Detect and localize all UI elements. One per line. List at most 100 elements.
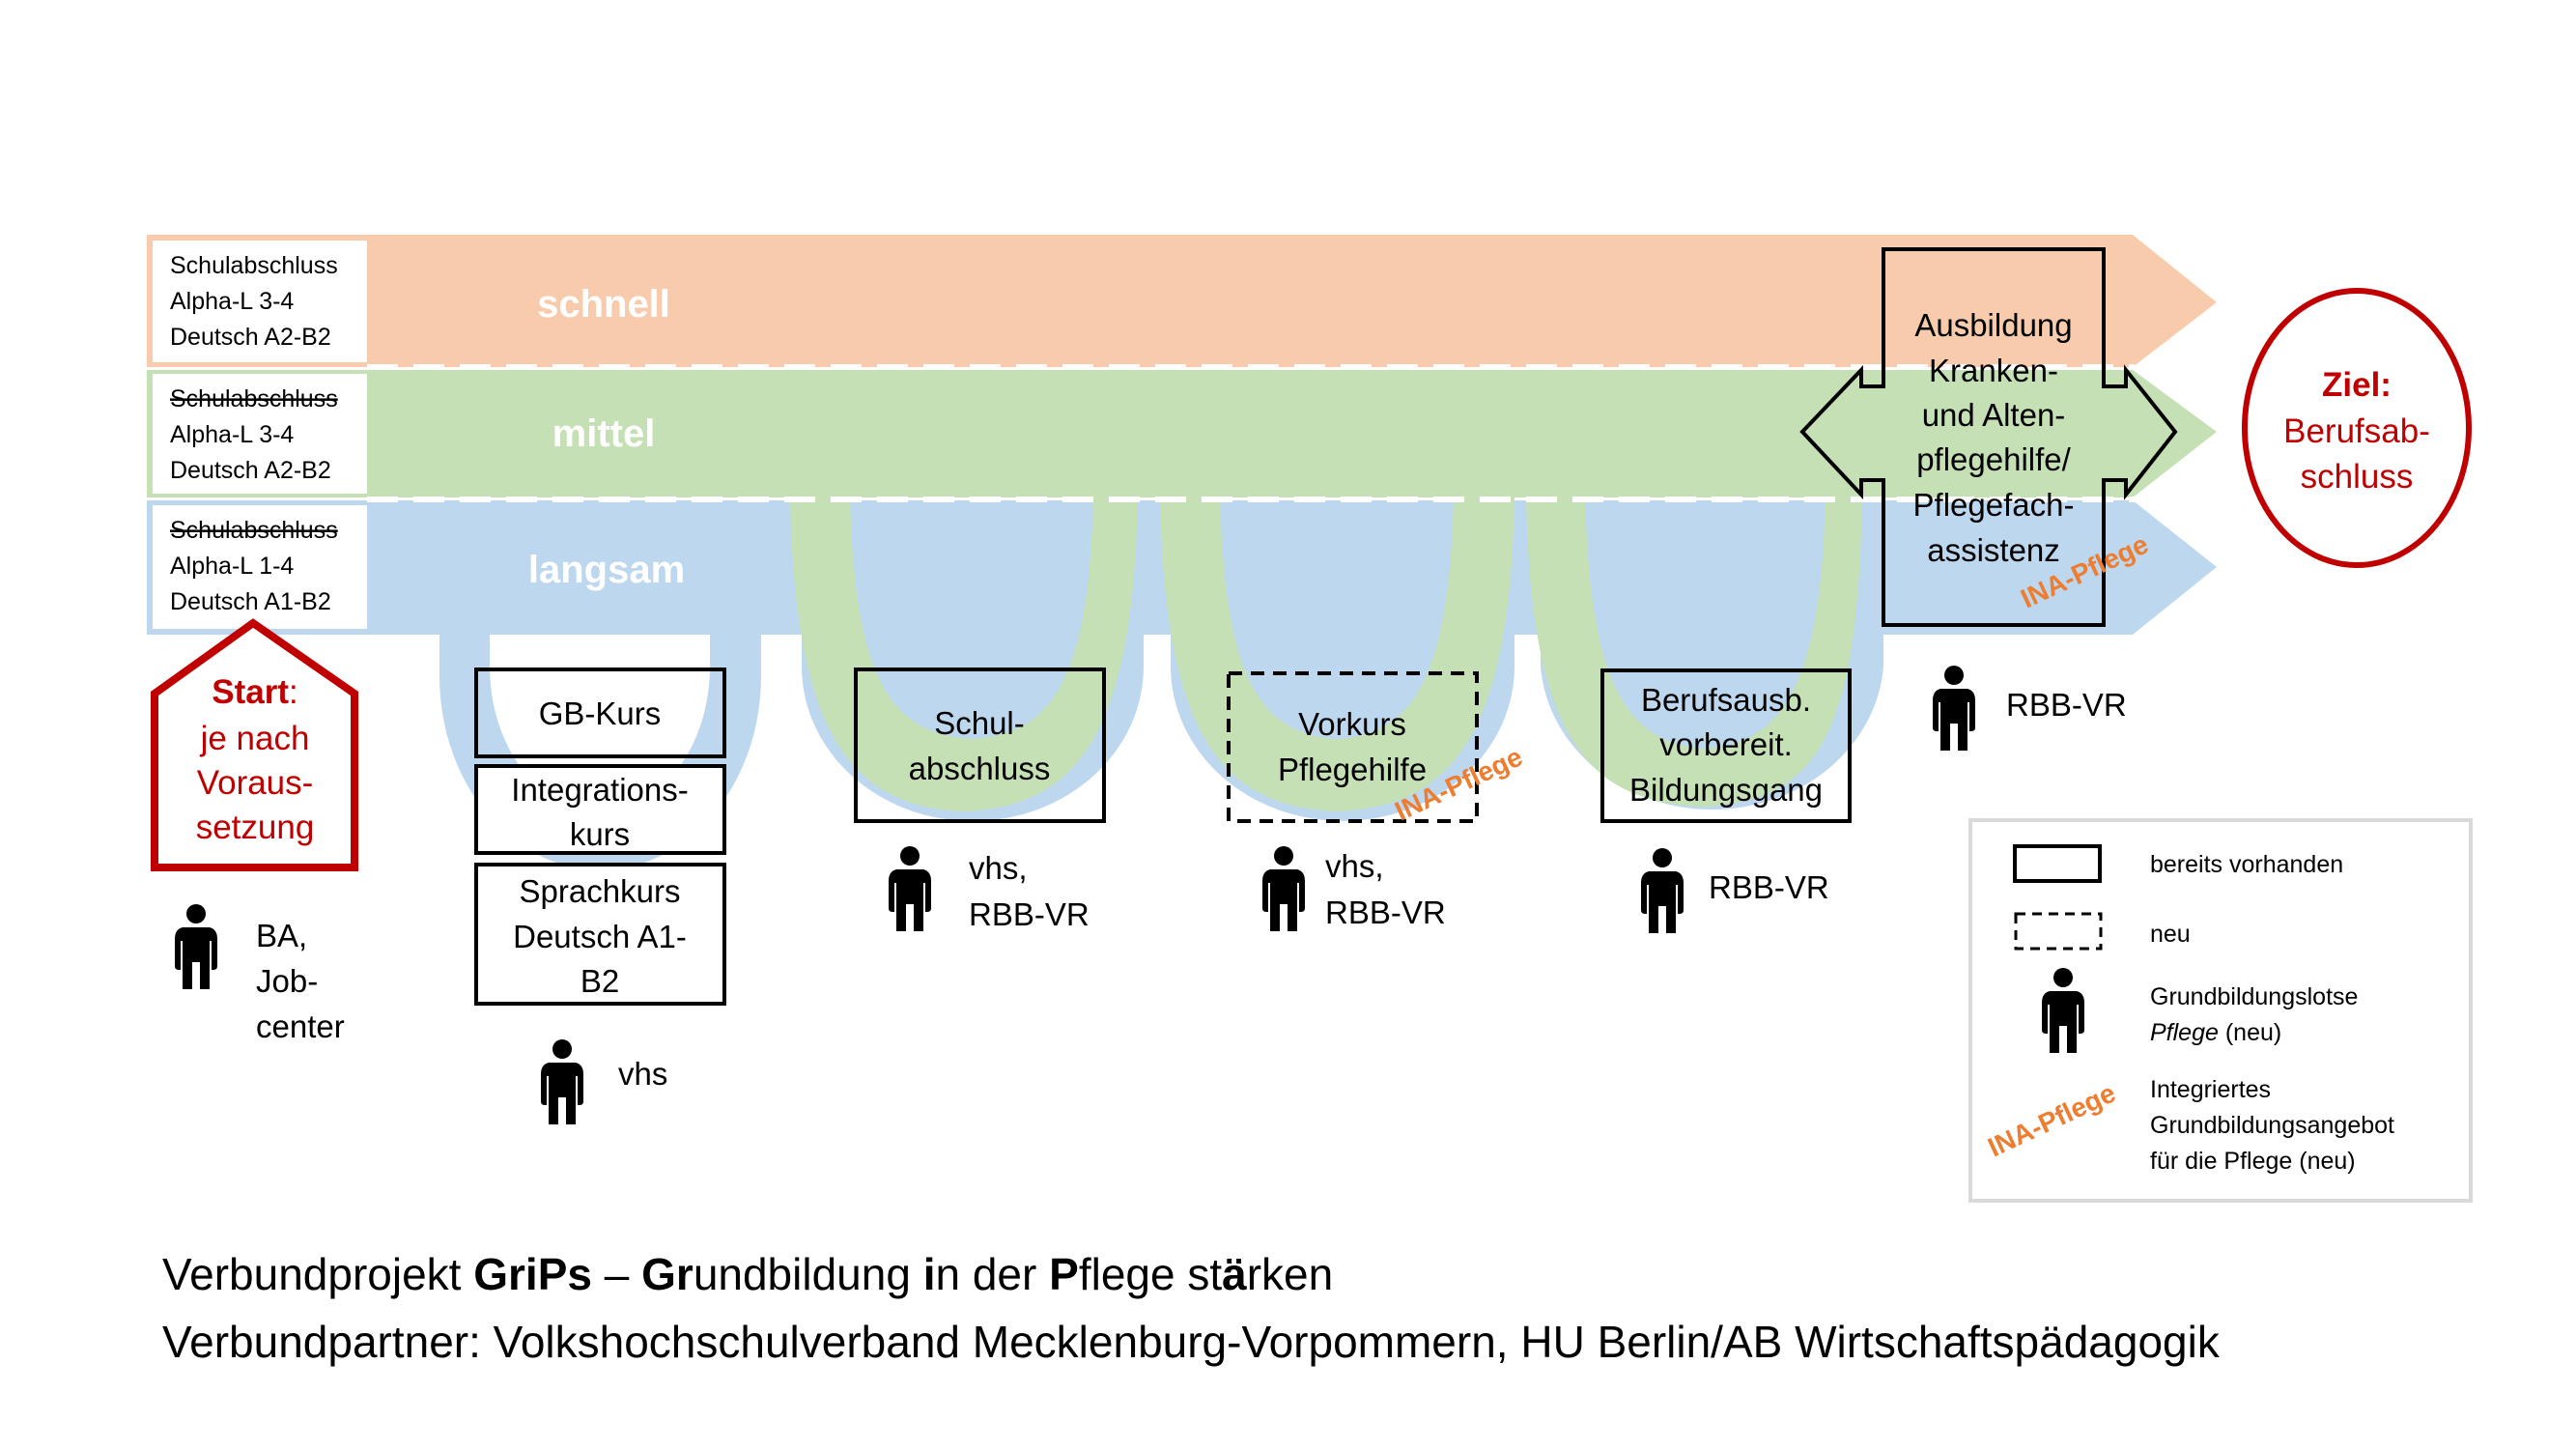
medium-lane-loop-1 [790,493,1138,811]
schulabschluss-box [854,668,1106,823]
legend-label: neu [2150,921,2191,948]
start-line: Voraus- [197,764,314,802]
integrationskurs-box [474,764,726,855]
person-label: RBB-VR [1325,895,1446,930]
station-schulabschluss: Schul- abschluss [854,668,1106,823]
person-label: vhs [618,1056,667,1092]
start-line: setzung [196,809,315,846]
legend-label: Integriertes [2150,1076,2271,1103]
medium-lane-loop-2 [1160,493,1514,811]
condition-line: Schulabschluss [170,252,338,279]
title-segment: i [923,1249,936,1299]
svg-text:Start:: Start: [212,673,297,711]
ausbildung-label: assistenz [1927,532,2060,568]
station-gb: GB-Kurs Integrations- kurs Sprachkurs De… [474,668,726,1006]
ausbildung-label: Pflegefach- [1913,487,2075,523]
lane-label-slow: langsam [528,549,685,591]
lane-label-fast: schnell [537,283,670,326]
vorkurs-box [1227,671,1479,823]
berufsausb-label: Berufsausb. [1641,682,1811,718]
person-gb: vhs [541,1039,667,1124]
legend-label: bereits vorhanden [2150,851,2343,878]
person-icon [1641,848,1684,933]
condition-line: Deutsch A1-B2 [170,588,331,615]
ausbildung-label: Kranken- [1929,353,2058,388]
title-segment: Gr [641,1249,694,1299]
condition-line: Schulabschluss [170,385,338,412]
ausbildung-label: Ausbildung [1914,307,2072,343]
person-icon [541,1039,583,1124]
title-segment: P [1049,1249,1079,1299]
legend-label: Grundbildungslotse [2150,983,2358,1010]
condition-line: Alpha-L 1-4 [170,553,294,580]
integrationskurs-label: kurs [570,816,630,852]
person-label: RBB-VR [969,896,1090,932]
project-partners: Verbundpartner: Volkshochschulverband Me… [162,1317,2221,1367]
sprachkurs-label: Deutsch A1- [513,919,687,954]
title-segment: n der [935,1249,1049,1299]
berufsausb-label: vorbereit. [1659,726,1793,762]
sprachkurs-box [474,863,726,1006]
legend-label: Grundbildungsangebot [2150,1112,2394,1139]
title-segment: GriPs [473,1249,592,1299]
condition-box-medium [153,374,367,494]
person-icon [175,904,217,989]
condition-box-slow [153,505,367,629]
person-ausbildung: RBB-VR [1933,666,2127,751]
svg-text:Pflege (neu): Pflege (neu) [2150,1019,2281,1046]
legend-label-suffix: (neu) [2219,1019,2281,1046]
schulabschluss-label: abschluss [909,751,1051,786]
title-segment: Verbundprojekt [162,1249,473,1299]
legend-label: für die Pflege (neu) [2150,1148,2356,1175]
condition-line: Alpha-L 3-4 [170,421,294,448]
goal-line: Berufsab- [2283,412,2430,450]
legend-dashed-box-icon [2014,912,2103,951]
person-schul: vhs, RBB-VR [889,846,1090,932]
condition-line: Schulabschluss [170,517,338,544]
vorkurs-label: Vorkurs [1298,706,1406,742]
title-segment: – [592,1249,641,1299]
condition-line: Deutsch A2-B2 [170,457,331,484]
person-icon [1262,846,1305,931]
lane-fast-arrow [147,235,2217,367]
legend-solid-box-icon [2013,844,2102,883]
goal-line: schluss [2301,458,2414,496]
goal-ellipse [2242,288,2472,568]
station-berufsausb: Berufsausb. vorbereit. Bildungsgang [1600,668,1852,823]
integrationskurs-label: Integrations- [511,772,688,808]
berufsausb-label: Bildungsgang [1629,772,1823,808]
condition-box-fast [153,241,367,362]
person-vorkurs: vhs, RBB-VR [1262,846,1446,931]
title-segment: flege st [1079,1249,1223,1299]
legend-label-italic: Pflege [2150,1019,2219,1046]
person-label: vhs, [1325,848,1384,884]
legend: bereits vorhanden neu Grundbildungslotse… [1968,818,2473,1203]
person-start: BA, Job- center [175,904,345,1044]
person-label: BA, [256,918,307,953]
start-marker: Start: je nach Voraus- setzung [151,618,358,871]
start-title: Start [212,673,289,711]
condition-line: Alpha-L 3-4 [170,288,294,315]
medium-lane-loop-3 [1526,493,1862,807]
lane-medium-arrow [147,370,2217,497]
goal-title: Ziel: [2322,366,2392,404]
start-house-shape [151,618,358,871]
gb-kurs-box [474,668,726,758]
lane-label-medium: mittel [552,412,656,455]
ausbildung-box [1799,247,2178,627]
person-label: RBB-VR [1709,869,1829,905]
goal-marker: Ziel: Berufsab- schluss [2242,288,2472,568]
person-icon [889,846,931,931]
person-label: Job- [256,963,318,999]
person-label: center [256,1009,345,1044]
vorkurs-label: Pflegehilfe [1278,752,1427,787]
start-colon: : [289,673,298,711]
title-segment: ä [1222,1249,1247,1299]
project-title: Verbundprojekt GriPs – Grundbildung in d… [162,1249,1333,1299]
condition-line: Deutsch A2-B2 [170,324,331,351]
ausbildung-label: und Alten- [1922,397,2066,433]
berufsausb-box [1600,668,1852,823]
sprachkurs-label: Sprachkurs [520,873,681,909]
